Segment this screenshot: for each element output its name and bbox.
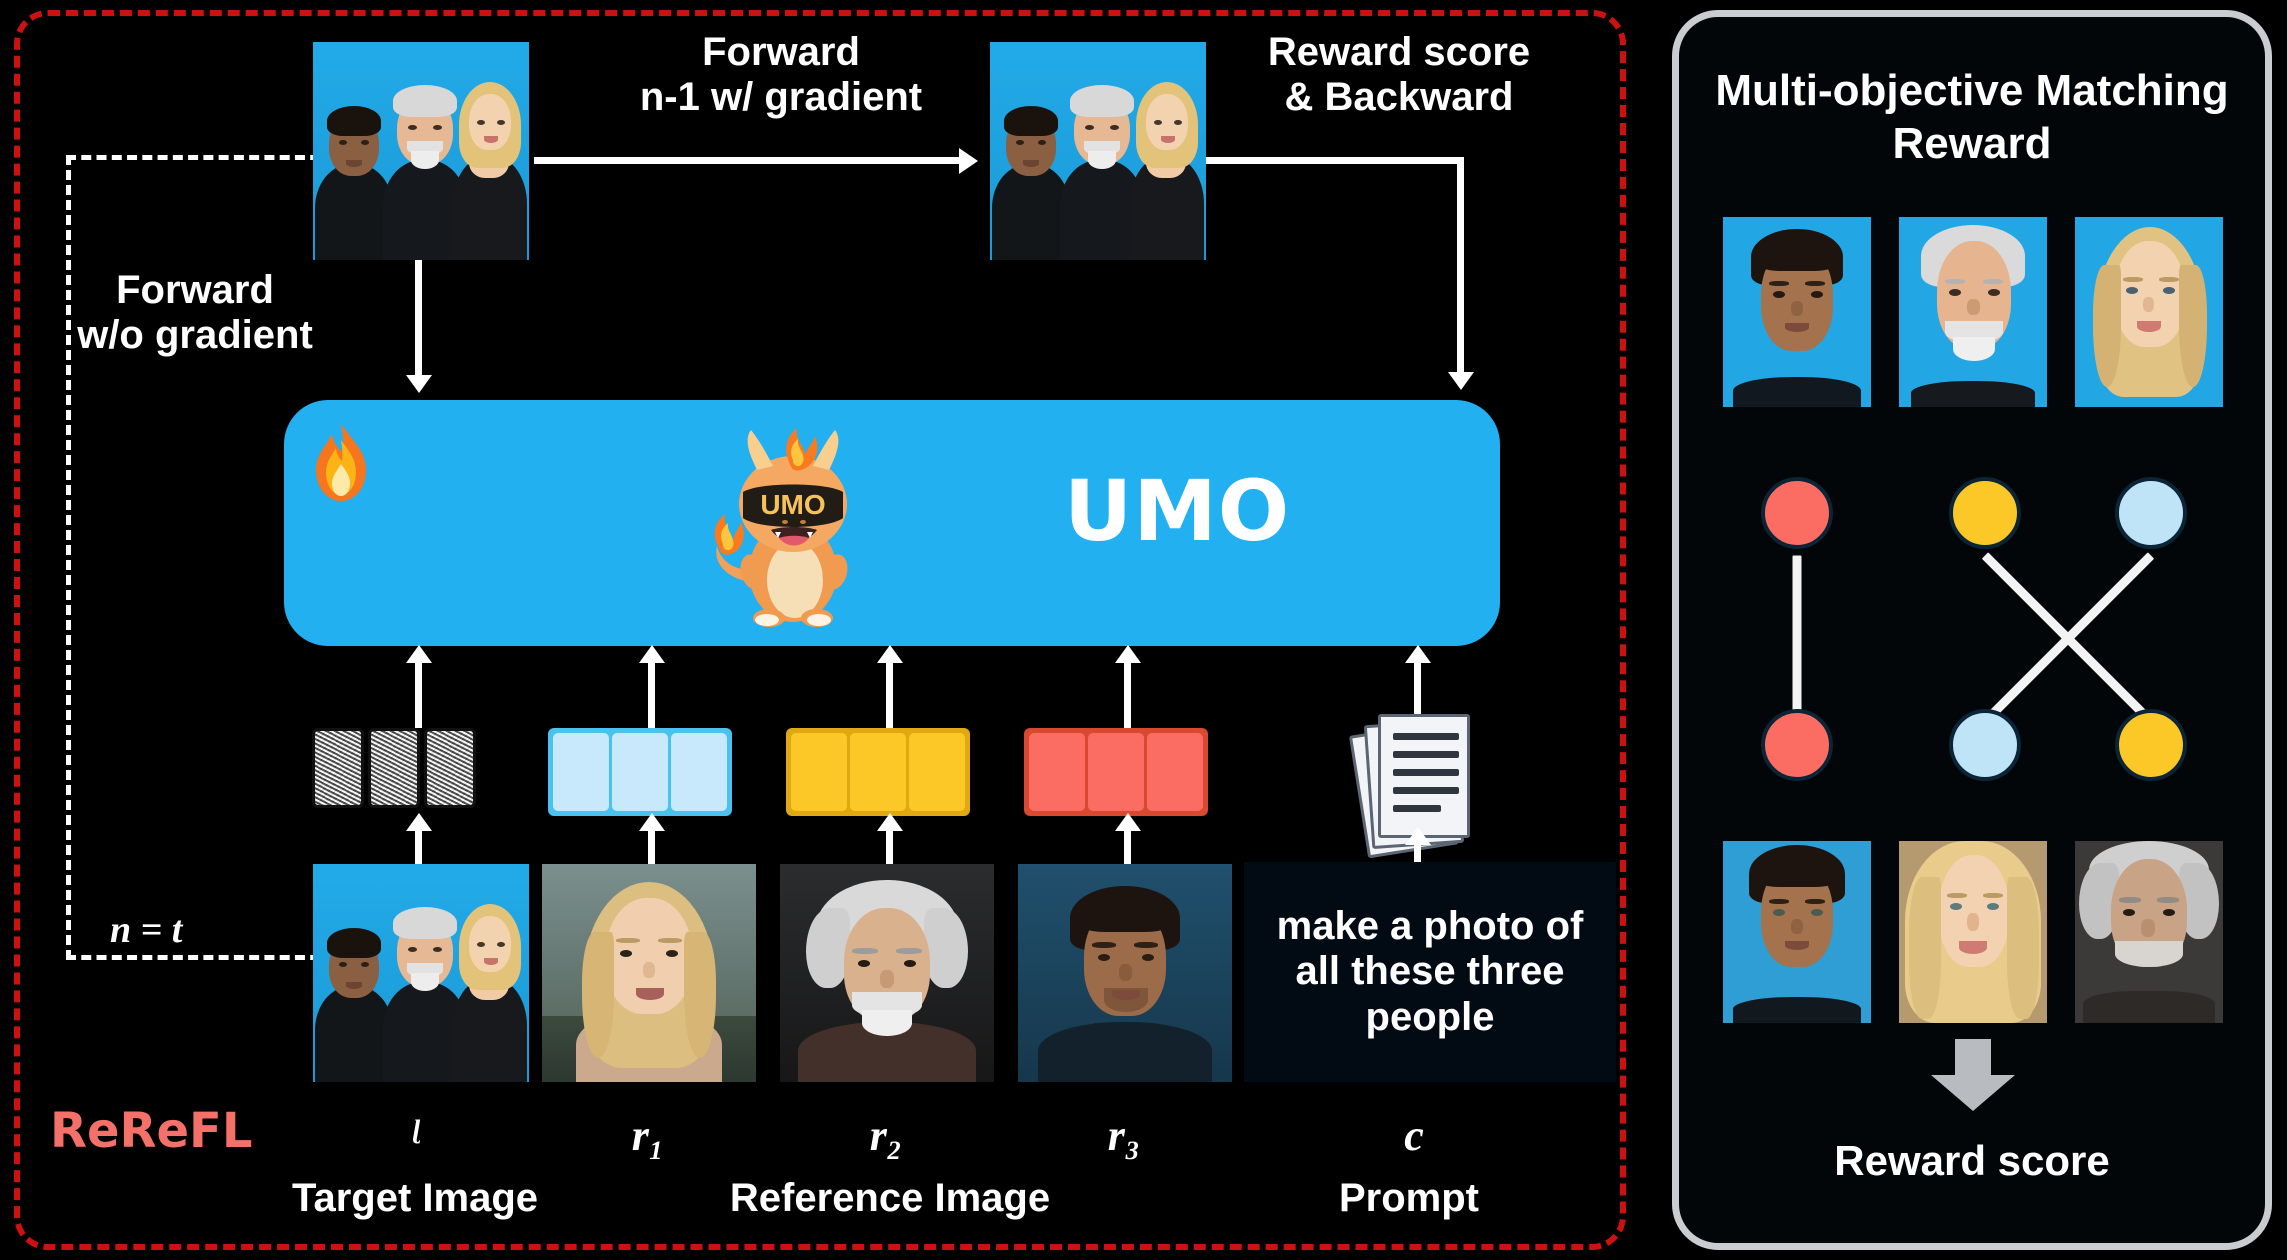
caption-target-image: Target Image: [292, 1176, 538, 1220]
step-index-label: n = t: [110, 909, 183, 951]
generated-image-top-right: [990, 42, 1206, 260]
recurrence-loop-path: [66, 155, 366, 960]
yellow-token: [850, 733, 906, 811]
reference-image-2: [780, 864, 994, 1082]
rerefl-pipeline-container: [14, 10, 1626, 1250]
target-image-bottom: [313, 864, 529, 1082]
symbol-ref3: r₃: [1107, 1111, 1141, 1160]
node-gen-yellow: [2115, 709, 2187, 781]
gen-crop-2: [1899, 841, 2047, 1023]
symbol-ref1: r₁: [631, 1111, 665, 1160]
generated-identity-row: [1723, 841, 2223, 1023]
umo-model-bar[interactable]: UMO UMO: [284, 400, 1500, 646]
multi-objective-reward-panel: Multi-objective Matching Reward: [1672, 10, 2272, 1250]
noise-token: [368, 728, 420, 808]
target-to-noise-arrow: [415, 828, 422, 888]
fire-icon: [316, 424, 366, 501]
reward-score-label: Reward score: [1834, 1137, 2110, 1184]
token1-to-model-arrow: [648, 660, 655, 728]
gen-crop-1: [1723, 841, 1871, 1023]
blue-token-group: [548, 728, 732, 816]
red-token: [1147, 733, 1203, 811]
noise-token: [424, 728, 476, 808]
symbol-ref2: r₂: [869, 1111, 903, 1160]
matching-graph: [1723, 447, 2223, 807]
red-token: [1029, 733, 1085, 811]
node-ref-red: [1761, 477, 1833, 549]
caption-reference-image: Reference Image: [729, 1176, 1051, 1220]
ref3-to-token-arrow: [1124, 828, 1131, 888]
reference-image-1: [542, 864, 756, 1082]
reward-backward-label: Reward score & Backward: [1267, 30, 1531, 119]
node-gen-blue: [1949, 709, 2021, 781]
forward-no-gradient-label: Forward w/o gradient: [77, 268, 313, 357]
noise-token: [312, 728, 364, 808]
gen-crop-3: [2075, 841, 2223, 1023]
node-ref-blue: [2115, 477, 2187, 549]
red-token: [1088, 733, 1144, 811]
target-image-top-left: [313, 42, 529, 260]
ref-crop-1: [1723, 217, 1871, 407]
ref-crop-3: [2075, 217, 2223, 407]
symbol-target: ᶩ: [411, 1111, 419, 1160]
umo-dragon-mascot-icon: UMO: [714, 428, 848, 627]
caption-prompt: Prompt: [1339, 1176, 1479, 1220]
blue-token: [671, 733, 727, 811]
yellow-token: [909, 733, 965, 811]
ref1-to-token-arrow: [648, 828, 655, 888]
forward-arrow-right: [534, 157, 962, 164]
edge-red-red: [1792, 555, 1802, 724]
blue-token: [612, 733, 668, 811]
node-gen-red: [1761, 709, 1833, 781]
umo-title: UMO: [1064, 462, 1291, 560]
symbol-prompt: c: [1404, 1111, 1424, 1160]
reference-image-3: [1018, 864, 1232, 1082]
reward-panel-title: Multi-objective Matching Reward: [1715, 66, 2229, 168]
method-name-label: ReReFL: [50, 1103, 253, 1159]
blue-token: [553, 733, 609, 811]
backward-path-vertical: [1457, 157, 1464, 375]
token3-to-model-arrow: [1124, 660, 1131, 728]
target-to-model-arrow: [415, 260, 422, 378]
down-arrow-icon: [1931, 1039, 2015, 1111]
svg-text:UMO: UMO: [760, 489, 825, 520]
noise-to-model-arrow: [415, 660, 422, 728]
node-ref-yellow: [1949, 477, 2021, 549]
prompt-to-model-arrow: [1414, 660, 1421, 728]
ref-crop-2: [1899, 217, 2047, 407]
yellow-token-group: [786, 728, 970, 816]
prompt-textbox[interactable]: make a photo of all these three people: [1244, 862, 1616, 1082]
yellow-token: [791, 733, 847, 811]
noise-token-group: [312, 728, 476, 808]
forward-with-gradient-label: Forward n-1 w/ gradient: [639, 30, 923, 119]
backward-path-horizontal: [1206, 157, 1464, 164]
token2-to-model-arrow: [886, 660, 893, 728]
red-token-group: [1024, 728, 1208, 816]
ref2-to-token-arrow: [886, 828, 893, 888]
reference-identity-row: [1723, 217, 2223, 407]
prompt-text: make a photo of all these three people: [1276, 903, 1584, 1039]
